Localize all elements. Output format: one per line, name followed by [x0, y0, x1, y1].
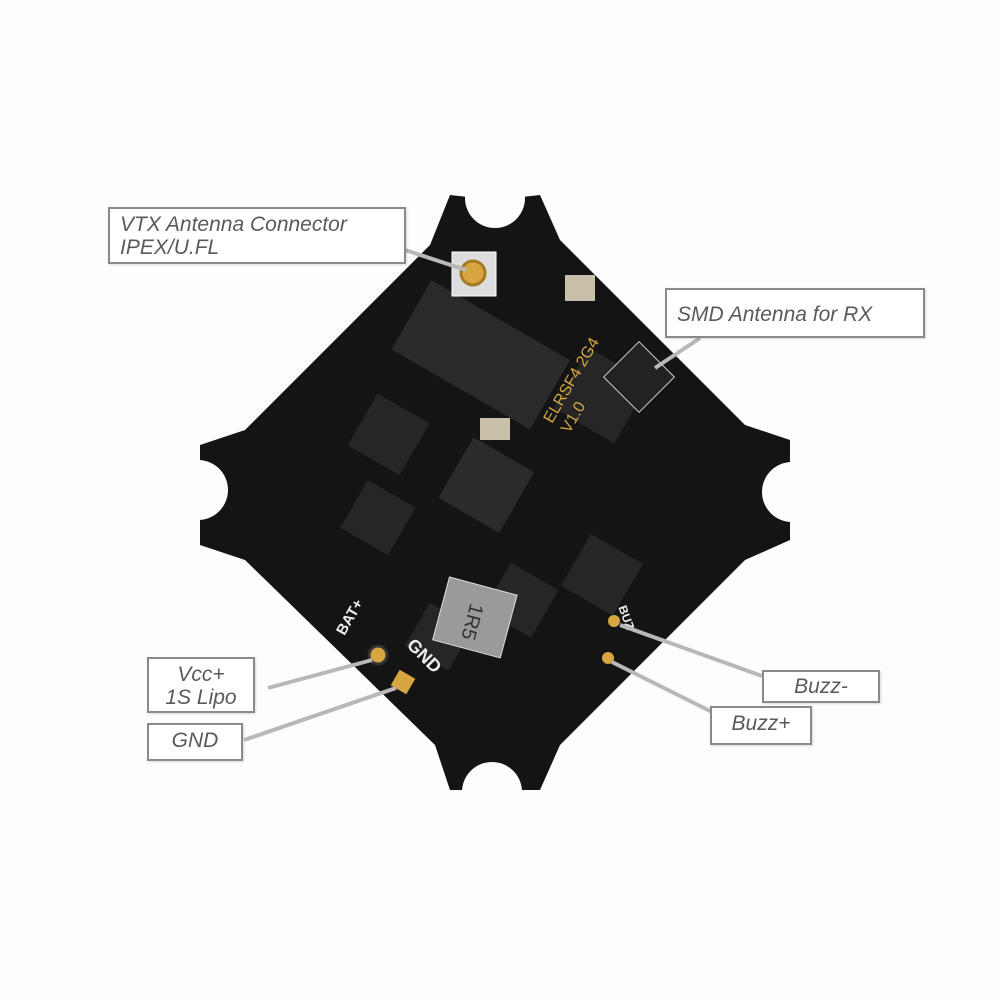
- flash-chip: [391, 280, 570, 430]
- buzz-minus-pad: [608, 615, 620, 627]
- callout-vcc-line1: Vcc+: [177, 663, 225, 686]
- callout-buzz-plus: Buzz+: [710, 706, 812, 745]
- leader-smd: [653, 336, 702, 370]
- esc-chip: [340, 480, 416, 556]
- leader-gnd: [243, 686, 397, 742]
- callout-gnd: GND: [147, 723, 243, 761]
- leader-vtx: [404, 248, 467, 272]
- leader-buzz-minus: [619, 623, 763, 678]
- callout-vcc: Vcc+ 1S Lipo: [147, 657, 255, 713]
- crystal: [565, 275, 595, 301]
- leader-lines: [243, 248, 763, 742]
- vcc-pad: [367, 644, 389, 666]
- mcu-chip: [438, 437, 535, 533]
- gnd-pad: [390, 669, 416, 695]
- leader-buzz-plus: [611, 660, 713, 714]
- leader-vcc: [267, 658, 373, 690]
- crystal: [480, 418, 510, 440]
- callout-vcc-line2: 1S Lipo: [165, 686, 237, 709]
- callout-vtx-line1: VTX Antenna Connector: [120, 213, 347, 236]
- callout-smd-antenna: SMD Antenna for RX: [665, 288, 925, 338]
- ipex-connector: [459, 259, 487, 287]
- inductor: [432, 576, 518, 659]
- callout-buzz-minus: Buzz-: [762, 670, 880, 703]
- esc-chip: [347, 393, 430, 476]
- buzz-plus-pad: [602, 652, 614, 664]
- callout-vtx-line2: IPEX/U.FL: [120, 236, 220, 259]
- smd-antenna: [602, 340, 676, 414]
- esc-chip: [560, 533, 643, 616]
- callout-vtx-antenna: VTX Antenna Connector IPEX/U.FL: [108, 207, 406, 264]
